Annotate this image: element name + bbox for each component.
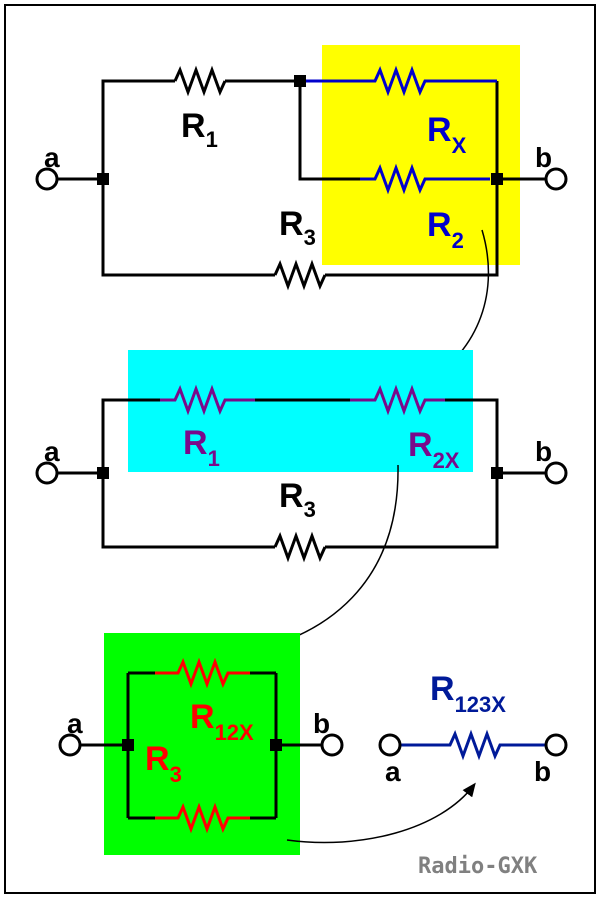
stage1-label-r1-main: R <box>181 107 206 145</box>
stage1-label-rx-main: R <box>427 111 452 149</box>
final-label-r123x: R123X <box>430 670 506 717</box>
stage2-label-r2x: R2X <box>408 426 460 473</box>
stage1-label-r3-main: R <box>279 205 304 243</box>
stage3-resistor-r12x <box>155 657 250 689</box>
stage2-resistor-r3 <box>273 531 327 563</box>
stage2-resistor-r2x <box>350 384 445 416</box>
final-circuit: a b R123X <box>378 670 568 787</box>
stage1-node-tap <box>294 75 306 87</box>
stage3-circuit: a b R12X R3 <box>58 633 344 855</box>
final-label-r123x-sub: 123X <box>455 692 507 717</box>
stage3-terminal-b-label: b <box>313 708 330 739</box>
stage3-node-left <box>122 739 134 751</box>
stage3-label-r12x: R12X <box>190 698 254 745</box>
stage2-label-r1-main: R <box>183 424 208 462</box>
stage1-resistor-r2 <box>360 163 490 195</box>
stage1-label-rx-sub: X <box>452 133 467 158</box>
final-resistor-r123x <box>400 729 546 761</box>
stage1-label-r2-sub: 2 <box>452 228 464 253</box>
stage1-terminal-a-circle <box>35 167 59 191</box>
stage2-resistor-r1 <box>160 384 255 416</box>
stage1-label-r2-main: R <box>427 206 452 244</box>
stage2-terminal-b-circle <box>544 461 568 485</box>
stage2-highlight <box>128 350 473 472</box>
stage3-label-r3-sub: 3 <box>170 762 182 787</box>
stage1-resistor-r1 <box>173 65 227 97</box>
stage2-label-r2x-main: R <box>408 426 433 464</box>
stage2-wire-bottom <box>101 473 499 549</box>
stage2-wire-top-right <box>445 398 499 473</box>
stage1-wire-top <box>101 79 300 179</box>
stage2-circuit: a b R1 R2X R3 <box>35 350 568 563</box>
stage3-label-r12x-main: R <box>190 698 215 736</box>
stage2-label-r1: R1 <box>183 424 220 471</box>
stage1-terminal-a-label: a <box>44 142 60 173</box>
stage2-node-left <box>97 467 109 479</box>
stage3-label-r3-main: R <box>145 740 170 778</box>
final-terminal-a-circle <box>378 733 402 757</box>
stage3-resistor-r3 <box>155 802 250 834</box>
stage2-label-r3-main: R <box>279 477 304 515</box>
stage2-terminal-a-label: a <box>44 436 60 467</box>
stage2-label-r3: R3 <box>279 477 316 522</box>
stage2-label-r2x-sub: 2X <box>433 448 460 473</box>
stage1-label-rx: RX <box>427 111 467 158</box>
stage1-label-r2: R2 <box>427 206 464 253</box>
final-terminal-b-circle <box>544 733 568 757</box>
stage1-label-r3-sub: 3 <box>304 225 316 250</box>
stage1-terminal-b-circle <box>544 167 568 191</box>
stage2-terminal-a-circle <box>35 461 59 485</box>
stage3-terminal-b-circle <box>320 733 344 757</box>
stage1-node-right <box>491 173 503 185</box>
watermark-text: Radio-GXK <box>418 854 538 879</box>
stage3-label-r3: R3 <box>145 740 182 787</box>
stage1-resistor-r3 <box>273 259 327 291</box>
stage2-node-right <box>491 467 503 479</box>
final-terminal-b-label: b <box>534 756 551 787</box>
stage2-terminal-b-label: b <box>535 436 552 467</box>
stage3-node-right <box>270 739 282 751</box>
arrow-stage3-to-final <box>286 782 476 844</box>
stage3-terminal-a-label: a <box>67 708 83 739</box>
stage2-label-r1-sub: 1 <box>208 446 220 471</box>
stage1-label-r1-sub: 1 <box>206 127 218 152</box>
final-terminal-a-label: a <box>385 756 401 787</box>
stage2-label-r3-sub: 3 <box>304 497 316 522</box>
stage1-highlight <box>322 45 520 265</box>
stage1-node-left <box>97 173 109 185</box>
stage2-wire-top-left <box>101 398 160 473</box>
stage3-terminal-a-circle <box>58 733 82 757</box>
stage1-terminal-b-label: b <box>535 142 552 173</box>
stage1-circuit: a b R1 RX R2 R3 <box>35 45 568 291</box>
stage1-label-r1: R1 <box>181 107 218 152</box>
stage3-label-r12x-sub: 12X <box>215 720 254 745</box>
final-label-r123x-main: R <box>430 670 455 708</box>
stage1-wire-tap <box>298 81 360 181</box>
stage1-label-r3: R3 <box>279 205 316 250</box>
stage1-wire-bottom <box>101 179 499 277</box>
stage1-resistor-rx <box>300 65 497 97</box>
